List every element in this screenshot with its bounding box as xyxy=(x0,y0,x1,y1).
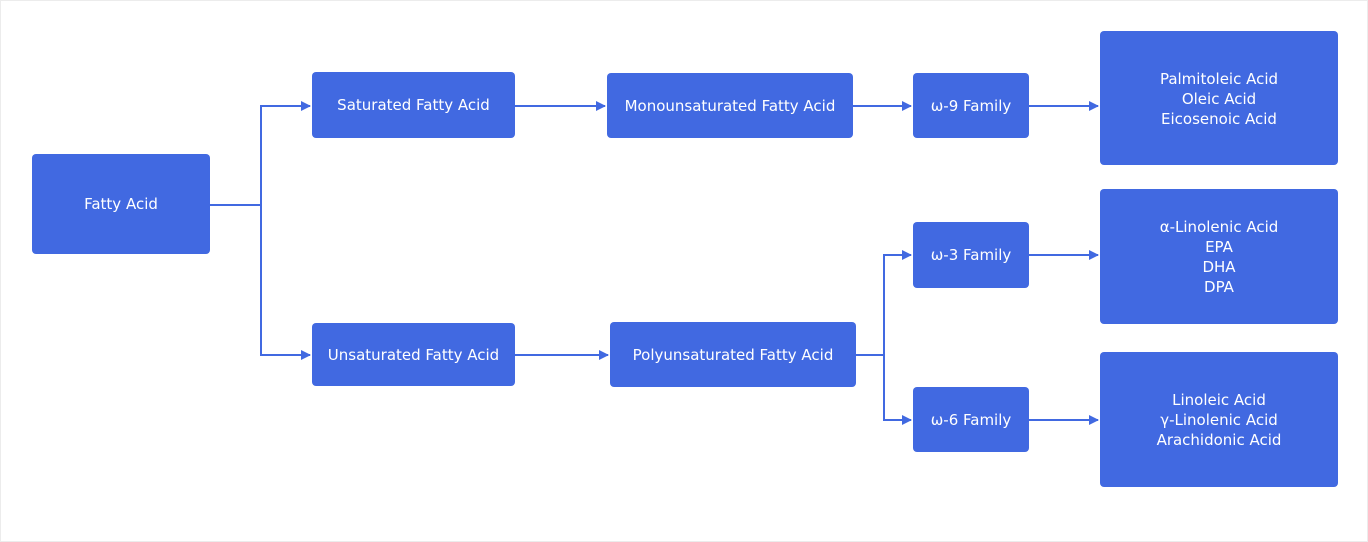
node-omega6-family: ω-6 Family xyxy=(913,387,1029,452)
node-fatty-acid: Fatty Acid xyxy=(32,154,210,254)
connector-fatty-acid-to-saturated xyxy=(210,101,311,206)
node-polyunsaturated-fatty-acid-label: Polyunsaturated Fatty Acid xyxy=(632,345,834,364)
node-omega9-family-label: ω-9 Family xyxy=(930,96,1012,115)
member-dpa: DPA xyxy=(1204,278,1234,296)
node-saturated-fatty-acid: Saturated Fatty Acid xyxy=(312,72,515,138)
node-saturated-fatty-acid-label: Saturated Fatty Acid xyxy=(337,96,490,114)
member-epa: EPA xyxy=(1205,238,1233,256)
node-omega9-members: Palmitoleic Acid Oleic Acid Eicosenoic A… xyxy=(1100,31,1338,165)
node-fatty-acid-label: Fatty Acid xyxy=(84,195,158,213)
node-omega3-family-label: ω-3 Family xyxy=(930,246,1012,264)
member-oleic-acid: Oleic Acid xyxy=(1181,90,1257,108)
node-unsaturated-fatty-acid: Unsaturated Fatty Acid xyxy=(312,323,515,386)
member-eicosenoic-acid: Eicosenoic Acid xyxy=(1161,110,1277,128)
connector-polyunsaturated-to-omega3 xyxy=(856,250,912,356)
member-dha: DHA xyxy=(1202,258,1236,276)
node-monounsaturated-fatty-acid-label: Monounsaturated Fatty Acid xyxy=(624,96,836,115)
member-linoleic-acid: Linoleic Acid xyxy=(1172,391,1266,409)
node-omega9-family: ω-9 Family xyxy=(913,73,1029,138)
node-omega3-family: ω-3 Family xyxy=(913,222,1029,288)
connector-polyunsaturated-to-omega6 xyxy=(856,354,912,425)
node-monounsaturated-fatty-acid: Monounsaturated Fatty Acid xyxy=(607,73,853,138)
member-alpha-linolenic-acid: α-Linolenic Acid xyxy=(1159,218,1279,236)
member-arachidonic-acid: Arachidonic Acid xyxy=(1156,431,1282,449)
node-polyunsaturated-fatty-acid: Polyunsaturated Fatty Acid xyxy=(610,322,856,387)
node-omega6-family-label: ω-6 Family xyxy=(930,410,1012,429)
node-unsaturated-fatty-acid-label: Unsaturated Fatty Acid xyxy=(327,345,500,364)
connector-fatty-acid-to-unsaturated xyxy=(210,204,311,360)
node-omega6-members: Linoleic Acid γ-Linolenic Acid Arachidon… xyxy=(1100,352,1338,487)
member-gamma-linolenic-acid: γ-Linolenic Acid xyxy=(1160,411,1278,429)
member-palmitoleic-acid: Palmitoleic Acid xyxy=(1159,70,1279,88)
node-omega3-members: α-Linolenic Acid EPA DHA DPA xyxy=(1100,189,1338,324)
